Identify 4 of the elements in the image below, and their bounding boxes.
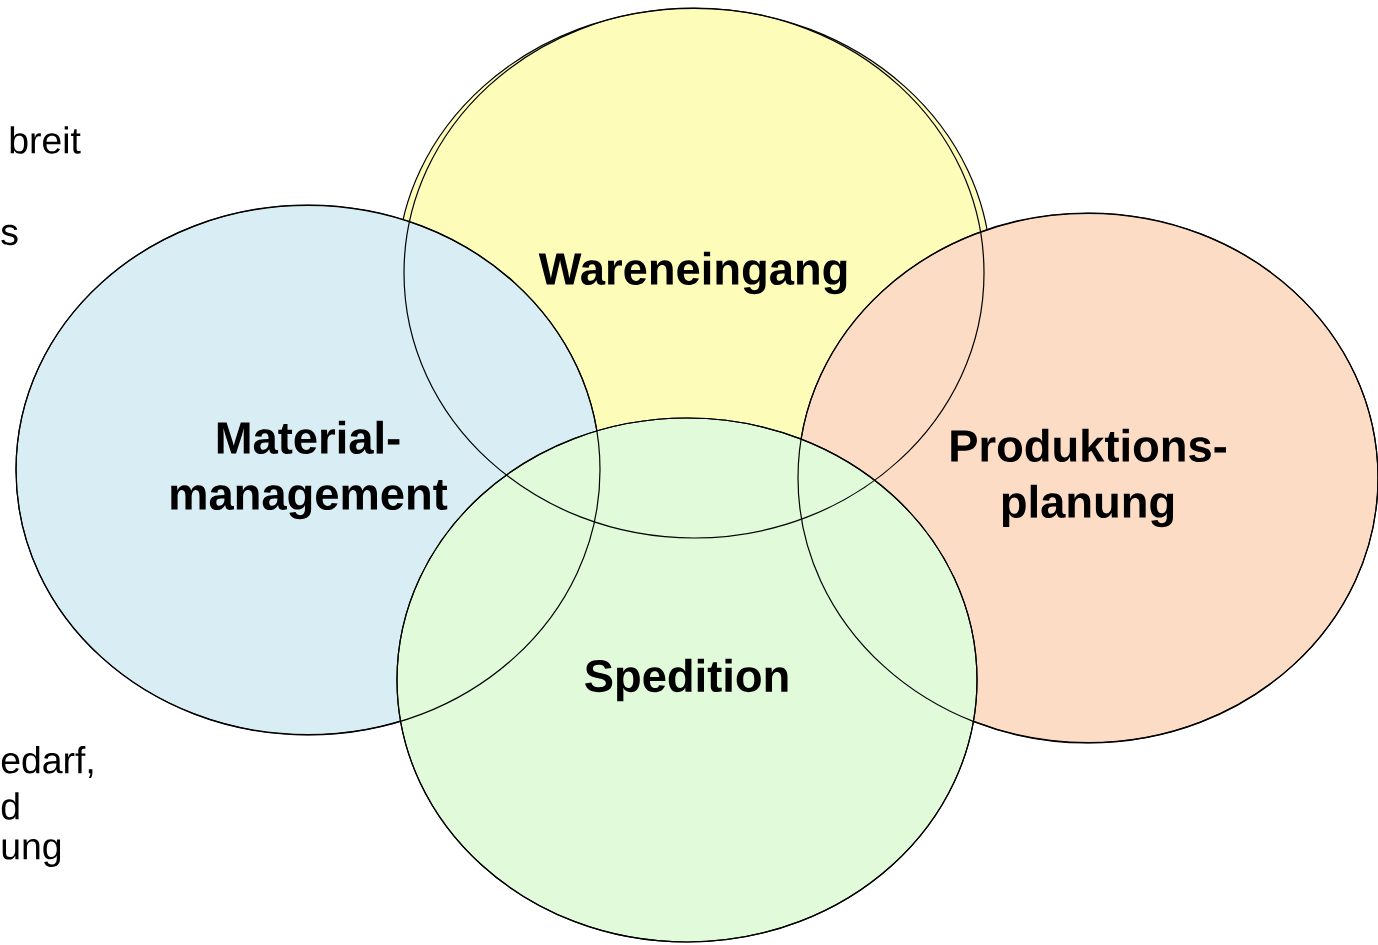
text-fragment: d	[1, 792, 19, 820]
text-fragment: s	[1, 224, 18, 246]
text-fragment: breit	[10, 126, 81, 154]
text-fragment: ung	[2, 839, 61, 867]
